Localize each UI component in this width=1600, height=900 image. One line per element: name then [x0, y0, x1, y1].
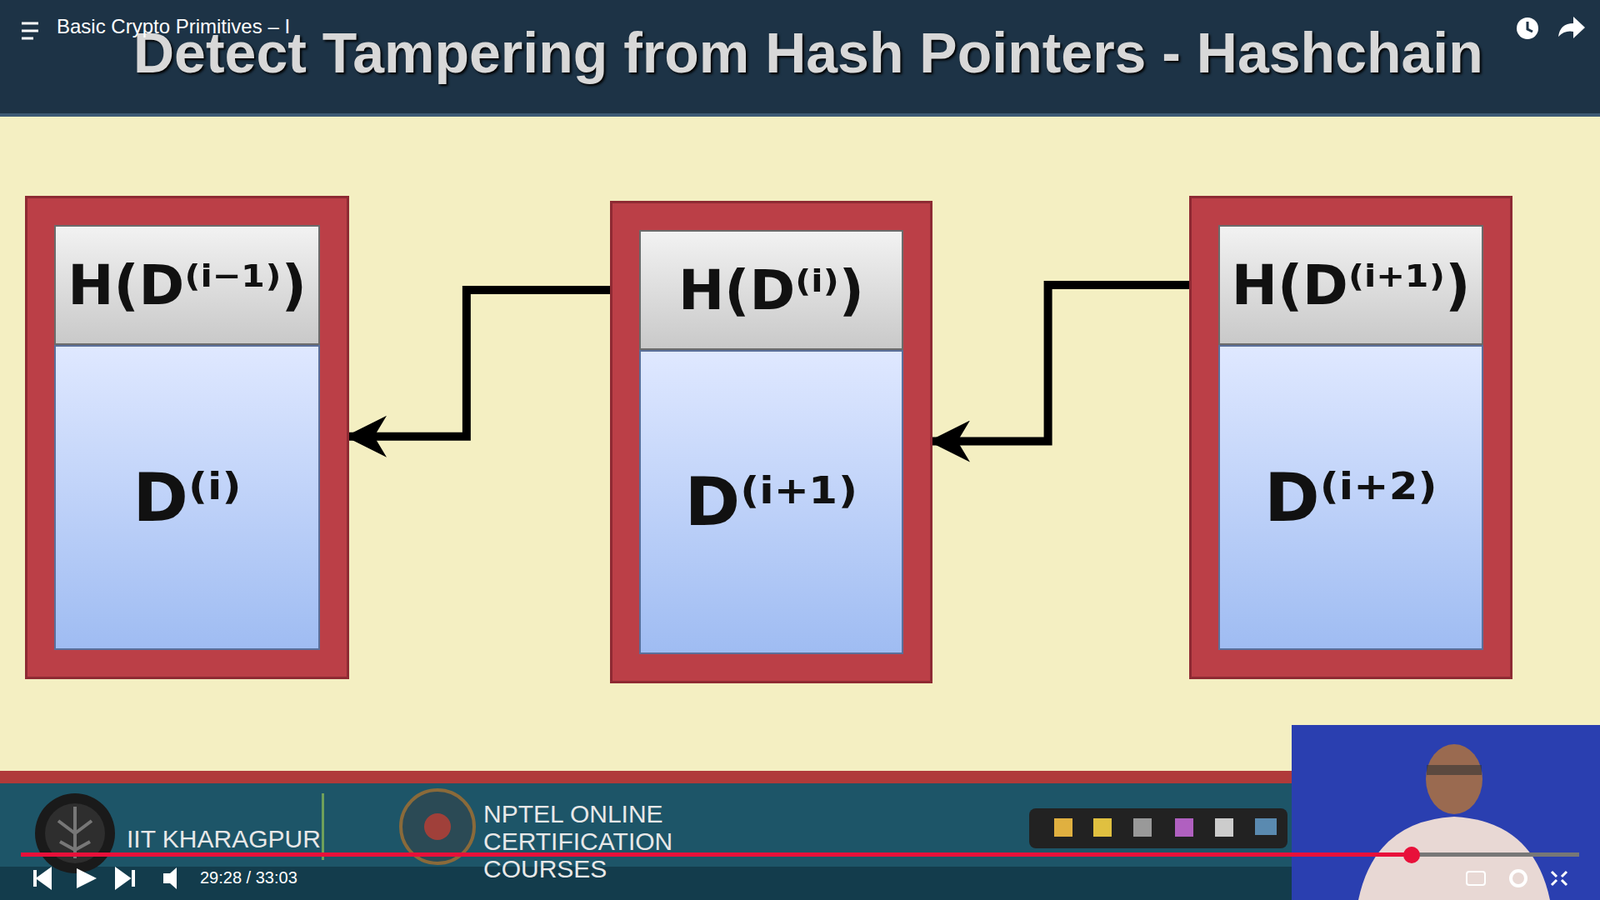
playlist-icon [21, 23, 39, 39]
watch-later-hand [1527, 21, 1533, 32]
toolbar-icon [1255, 818, 1277, 835]
title-bar [0, 0, 1600, 117]
hash-label: H(D⁽ⁱ⁾) [678, 258, 865, 323]
fullscreen-icon [1551, 871, 1567, 885]
data-label: D⁽ⁱ⁾ [132, 459, 241, 537]
toolbar-icon [1175, 818, 1194, 837]
presenter-video [1291, 725, 1600, 900]
progress-played [20, 852, 1412, 857]
data-label: D⁽ⁱ⁺²⁾ [1264, 459, 1437, 537]
hash-label: H(D⁽ⁱ⁻¹⁾) [67, 253, 307, 318]
hash-block: H(D⁽ⁱ⁾) D⁽ⁱ⁺¹⁾ [610, 200, 933, 684]
hash-pointer-arrow [349, 290, 610, 437]
video-time: 29:28 / 33:03 [200, 868, 298, 888]
divider [321, 793, 325, 860]
progress-knob [1403, 846, 1420, 864]
nptel-logo [400, 790, 475, 864]
volume-icon [163, 867, 177, 890]
hash-pointer-field: H(D⁽ⁱ⁺¹⁾) [1218, 225, 1484, 345]
iit-logo [35, 793, 115, 874]
hash-label: H(D⁽ⁱ⁺¹⁾) [1231, 253, 1471, 318]
toolbar-icon [1133, 818, 1152, 837]
hash-pointer-field: H(D⁽ⁱ⁻¹⁾) [54, 225, 320, 345]
video-title: Basic Crypto Primitives – I [56, 15, 290, 39]
share-icon [1558, 16, 1585, 39]
prev-icon [35, 870, 50, 887]
toolbar-icon [1054, 818, 1073, 837]
next-icon [116, 870, 134, 887]
institute-name: IIT KHARAGPUR [126, 825, 321, 854]
toolbar-icon [1093, 818, 1112, 837]
cc-icon [1466, 871, 1485, 885]
hash-block: H(D⁽ⁱ⁺¹⁾) D⁽ⁱ⁺²⁾ [1189, 195, 1513, 680]
progress-track [20, 852, 1580, 857]
data-field: D⁽ⁱ⁺¹⁾ [639, 350, 904, 655]
data-field: D⁽ⁱ⁾ [54, 345, 320, 650]
watch-later-icon [1516, 17, 1539, 40]
hash-pointer-field: H(D⁽ⁱ⁾) [639, 230, 904, 350]
toolbar-icon [1215, 818, 1234, 837]
slide-title: Detect Tampering from Hash Pointers - Ha… [133, 20, 1484, 85]
hash-pointer-arrow [932, 285, 1190, 442]
data-label: D⁽ⁱ⁺¹⁾ [685, 463, 858, 541]
data-field: D⁽ⁱ⁺²⁾ [1218, 345, 1484, 650]
play-icon [76, 868, 97, 889]
title-rule [0, 113, 1600, 117]
settings-icon [1510, 870, 1526, 886]
toolbar [1029, 808, 1288, 849]
hash-block: H(D⁽ⁱ⁻¹⁾) D⁽ⁱ⁾ [25, 195, 350, 680]
course-name: NPTEL ONLINE CERTIFICATION COURSES [483, 800, 800, 883]
